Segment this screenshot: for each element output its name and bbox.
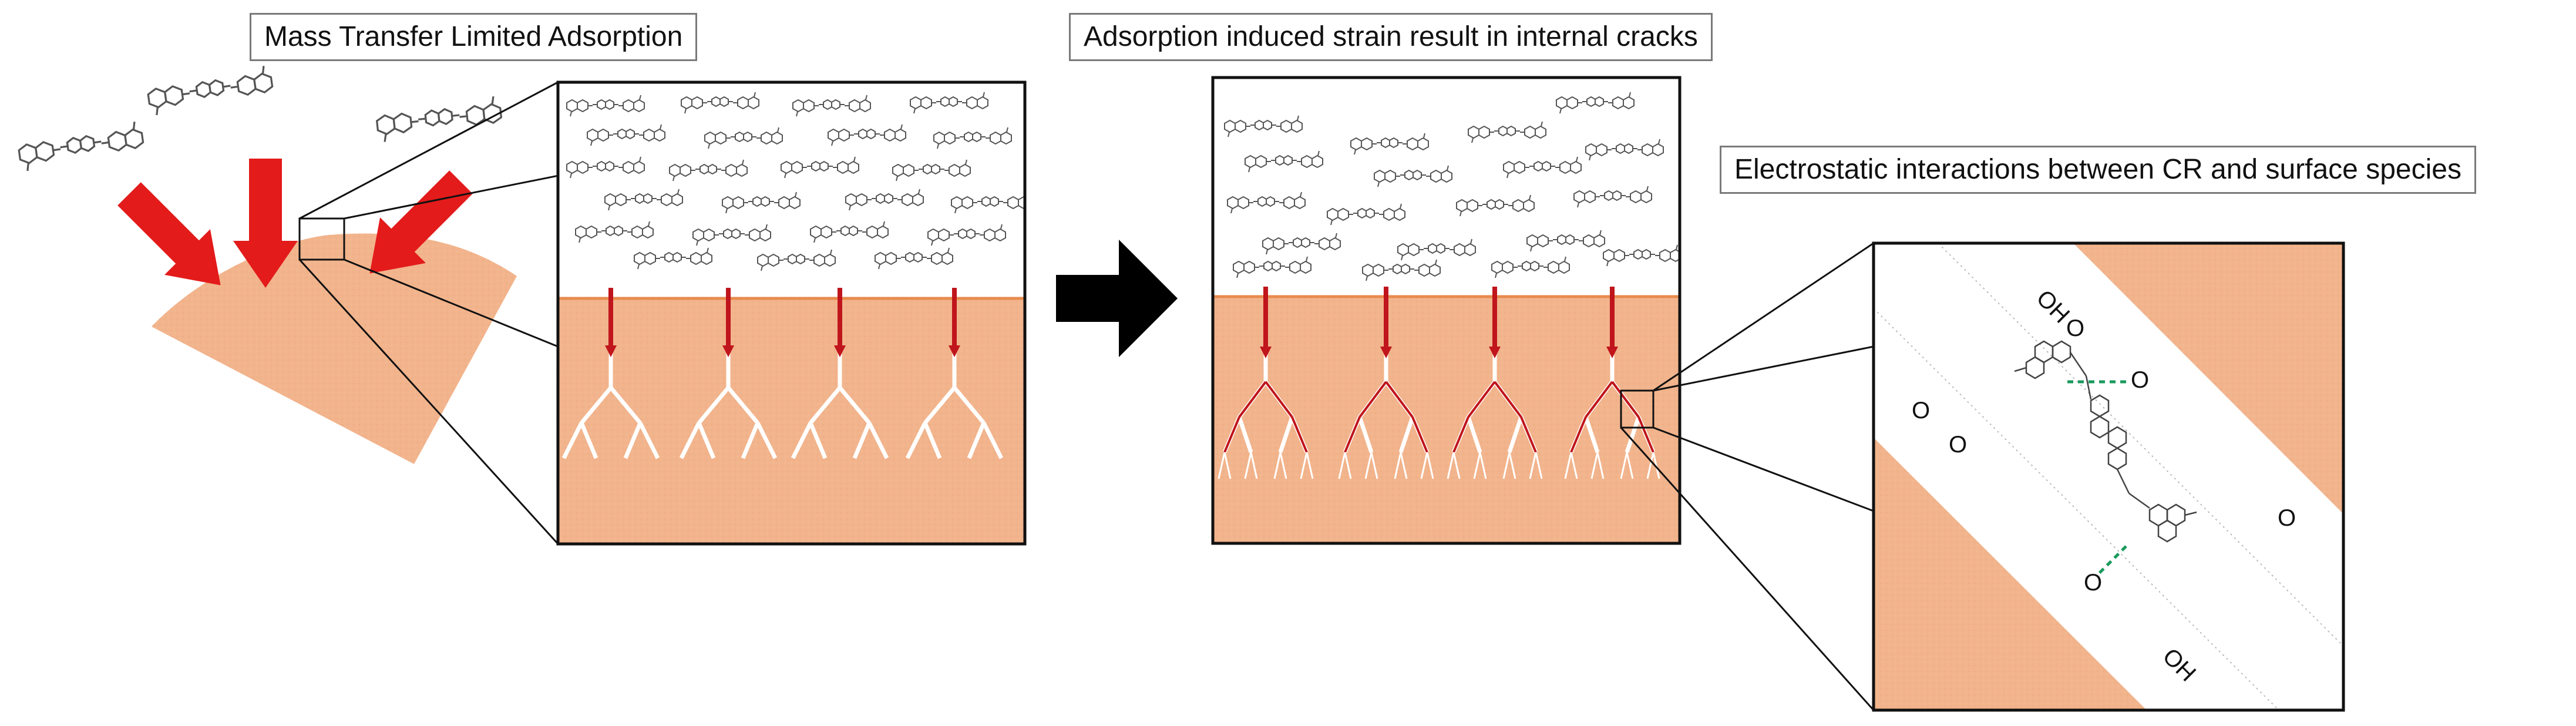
adsorbent-particle [152, 233, 517, 464]
surface-label: O [1912, 398, 1930, 424]
zoom-box [1620, 389, 1654, 429]
crack-red-branches [1223, 381, 1654, 453]
surface-label: O [2278, 505, 2296, 531]
panel1-title: Mass Transfer Limited Adsorption [250, 13, 698, 61]
molecule-icon [16, 120, 146, 173]
adsorbent-lower [1874, 438, 2147, 710]
bond-lines [2067, 380, 2127, 577]
crack-tree [561, 352, 1004, 459]
dashed-guides [1874, 243, 2343, 710]
surface-label: O [2066, 315, 2084, 341]
zoom-panel-1 [558, 82, 1025, 544]
zoom-panel-2 [1211, 76, 1682, 545]
zoom-panel-3: OH O O O O O O OH [1872, 241, 2345, 712]
congo-red-molecule-icon [2014, 340, 2197, 543]
surface-label: O [2084, 570, 2102, 596]
zoom-lines [1620, 242, 1875, 711]
surface-label: O [1949, 432, 1967, 458]
crack-arrows [1260, 287, 1618, 358]
adsorbent-surface [558, 298, 1025, 544]
molecule-icon [145, 64, 275, 117]
crack-arrows [605, 288, 960, 357]
arrow-red-icon [233, 159, 298, 288]
adsorbent-upper [2073, 243, 2343, 514]
panel3-title: Electrostatic interactions between CR an… [1720, 146, 2476, 194]
crack-fine-branches [1218, 452, 1660, 479]
panel1 [16, 64, 1027, 546]
arrow-red-icon [117, 182, 221, 285]
surface-label: O [2131, 367, 2149, 393]
right-arrow-icon [1056, 240, 1178, 357]
molecule-icon [374, 95, 504, 144]
arrow-red-icon [369, 170, 473, 274]
panel2-title: Adsorption induced strain result in inte… [1069, 13, 1713, 61]
zoom-box [298, 217, 345, 261]
adsorbent-surface [1213, 297, 1680, 543]
